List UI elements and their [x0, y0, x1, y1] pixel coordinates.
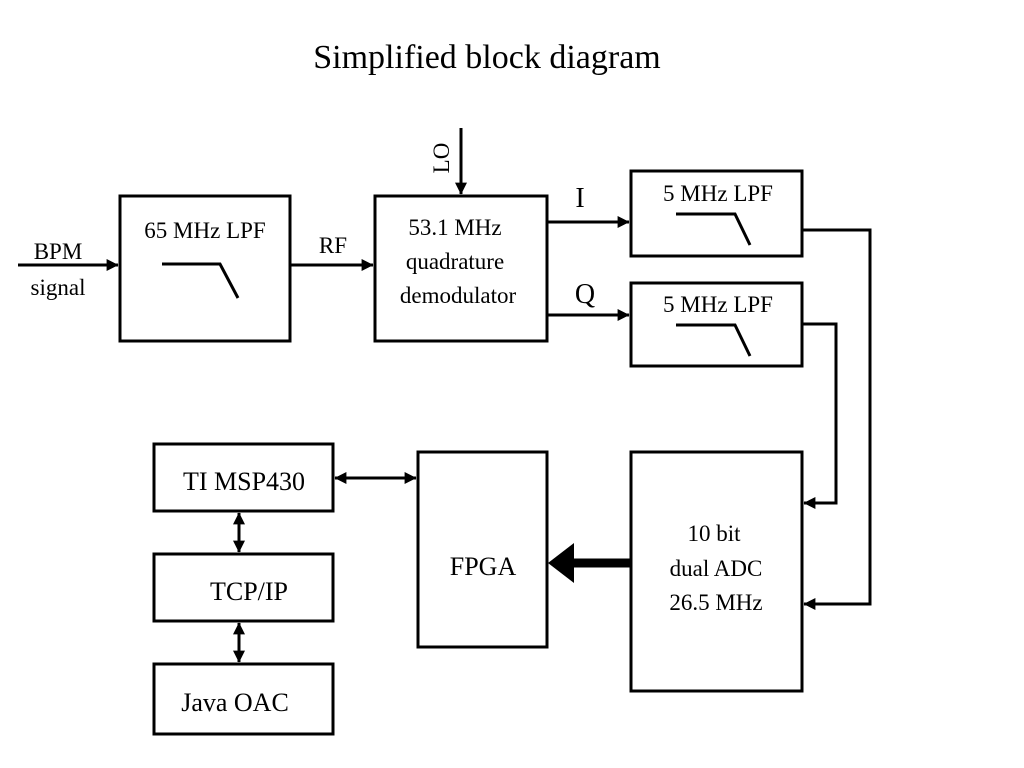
- tcpip-block: [152, 552, 335, 623]
- rf-label: RF: [319, 233, 347, 258]
- bus-arrowhead: [548, 543, 574, 583]
- i-label: I: [575, 183, 584, 214]
- signal-label: signal: [31, 275, 86, 300]
- demod-line2: quadrature: [406, 249, 504, 274]
- lpf-65mhz-label: 65 MHz LPF: [144, 218, 265, 243]
- fpga-block: [416, 450, 549, 649]
- java-oac-block: [152, 662, 335, 736]
- diagram-title: Simplified block diagram: [313, 39, 661, 76]
- lowpass-filter-symbol: [676, 212, 752, 246]
- lpf-5mhz-q-label: 5 MHz LPF: [663, 292, 773, 317]
- adc-line3: 26.5 MHz: [669, 590, 762, 615]
- java-oac-label: Java OAC: [181, 688, 289, 717]
- demod-line3: demodulator: [400, 283, 517, 308]
- lowpass-filter-symbol: [162, 262, 240, 299]
- adc-block: [629, 450, 804, 693]
- q-label: Q: [575, 279, 595, 310]
- i-to-adc-wire: [802, 228, 872, 610]
- msp430-label: TI MSP430: [183, 467, 305, 496]
- msp430-block: [152, 442, 335, 513]
- bpm-label: BPM: [34, 239, 83, 264]
- adc-line1: 10 bit: [687, 521, 741, 546]
- fpga-label: FPGA: [450, 552, 517, 581]
- tcpip-label: TCP/IP: [210, 577, 288, 606]
- lowpass-filter-symbol: [676, 323, 752, 357]
- demodulator-block: [373, 194, 549, 343]
- lpf-5mhz-i-label: 5 MHz LPF: [663, 181, 773, 206]
- lpf-65mhz-block: [118, 194, 292, 343]
- demod-line1: 53.1 MHz: [408, 215, 501, 240]
- adc-line2: dual ADC: [670, 556, 763, 581]
- lo-label: LO: [429, 143, 454, 174]
- q-to-adc-wire: [802, 322, 838, 509]
